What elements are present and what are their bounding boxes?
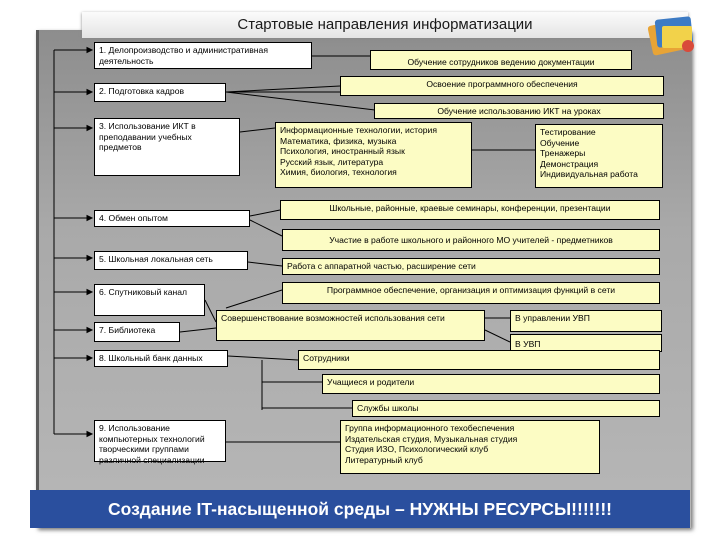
detail-ict-lessons: Обучение использованию ИКТ на уроках xyxy=(374,103,664,119)
direction-4-experience-exchange: 4. Обмен опытом xyxy=(94,210,250,227)
detail-software-mastery: Освоение программного обеспечения xyxy=(340,76,664,96)
direction-2-staff-training: 2. Подготовка кадров xyxy=(94,83,226,102)
direction-1-office-work: 1. Делопроизводство и административная д… xyxy=(94,42,312,69)
detail-forms-of-work: Тестирование Обучение Тренажеры Демонстр… xyxy=(535,124,663,188)
detail-seminars: Школьные, районные, краевые семинары, ко… xyxy=(280,200,660,220)
direction-5-local-network: 5. Школьная локальная сеть xyxy=(94,251,248,270)
detail-software-org: Программное обеспечение, организация и о… xyxy=(282,282,660,304)
direction-7-library: 7. Библиотека xyxy=(94,322,180,342)
detail-hardware: Работа с аппаратной частью, расширение с… xyxy=(282,258,660,275)
direction-3-ict-teaching: 3. Использование ИКТ в преподавании учеб… xyxy=(94,118,240,176)
detail-students-parents: Учащиеся и родители xyxy=(322,374,660,394)
detail-docs-training: Обучение сотрудников ведению документаци… xyxy=(370,50,632,70)
detail-uvp-management: В управлении УВП xyxy=(510,310,662,332)
page-title: Стартовые направления информатизации xyxy=(82,12,688,38)
direction-9-creative-groups: 9. Использование компьютерных технологий… xyxy=(94,420,226,465)
direction-8-data-bank: 8. Школьный банк данных xyxy=(94,350,228,367)
detail-staff: Сотрудники xyxy=(298,350,660,370)
detail-mo-participation: Участие в работе школьного и районного М… xyxy=(282,229,660,251)
direction-6-satellite-channel: 6. Спутниковый канал xyxy=(94,284,205,316)
detail-school-services: Службы школы xyxy=(352,400,660,417)
books-decoration-icon xyxy=(647,16,694,56)
detail-network-improvement: Совершенствование возможностей использов… xyxy=(216,310,485,341)
detail-subjects: Информационные технологии, история Матем… xyxy=(275,122,472,188)
footer-banner: Создание IT-насыщенной среды – НУЖНЫ РЕС… xyxy=(30,490,690,528)
detail-creative-studios: Группа информационного техобеспечения Из… xyxy=(340,420,600,474)
